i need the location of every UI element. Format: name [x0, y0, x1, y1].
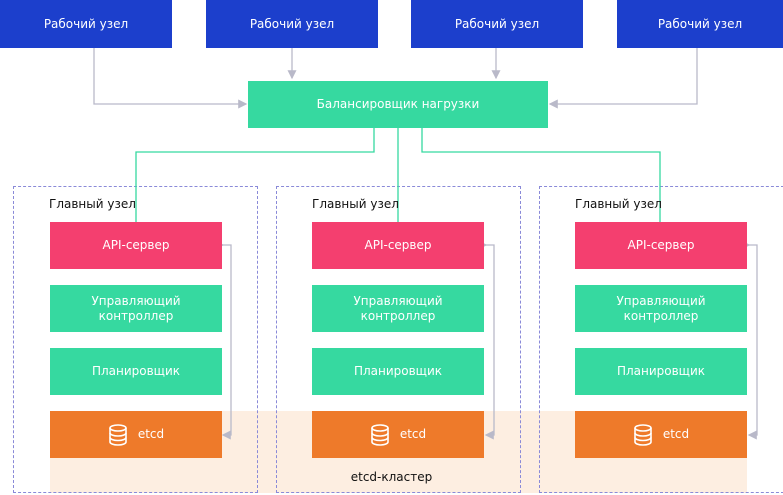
api-server-2: API-сервер — [312, 222, 484, 269]
worker-node-label: Рабочий узел — [657, 16, 743, 31]
controller-manager-label: Управляющий контроллер — [353, 293, 443, 323]
balancer-to-api-3-line — [421, 128, 661, 222]
etcd-1: etcd — [50, 411, 222, 458]
etcd-label: etcd — [399, 427, 427, 441]
controller-manager-label: Управляющий контроллер — [616, 293, 706, 323]
etcd-2: etcd — [312, 411, 484, 458]
database-icon — [634, 423, 652, 446]
api-server-1: API-сервер — [50, 222, 222, 269]
worker-node-2: Рабочий узел — [206, 0, 378, 48]
database-icon — [109, 423, 127, 446]
load-balancer-label: Балансировщик нагрузки — [316, 97, 480, 111]
worker-node-label: Рабочий узел — [454, 16, 540, 31]
balancer-to-api-1-line — [135, 128, 375, 222]
api-server-label: API-сервер — [102, 238, 170, 252]
controller-manager-3: Управляющий контроллер — [575, 285, 747, 332]
etcd-cluster-label: etcd-кластер — [350, 470, 433, 484]
load-balancer: Балансировщик нагрузки — [248, 81, 548, 128]
master-node-title-2: Главный узел — [312, 197, 399, 211]
scheduler-label: Планировщик — [353, 364, 443, 378]
worker-node-3: Рабочий узел — [411, 0, 583, 48]
master-node-container-3 — [539, 186, 783, 493]
controller-manager-2: Управляющий контроллер — [312, 285, 484, 332]
worker-1-to-balancer-line — [93, 48, 248, 109]
worker-node-4: Рабочий узел — [617, 0, 783, 48]
scheduler-2: Планировщик — [312, 348, 484, 395]
scheduler-3: Планировщик — [575, 348, 747, 395]
api-etcd-link-3 — [741, 240, 758, 440]
controller-manager-label: Управляющий контроллер — [91, 293, 181, 323]
etcd-3: etcd — [575, 411, 747, 458]
worker-node-label: Рабочий узел — [43, 16, 129, 31]
master-node-title-1: Главный узел — [49, 197, 136, 211]
database-icon — [371, 423, 389, 446]
etcd-label: etcd — [662, 427, 690, 441]
scheduler-1: Планировщик — [50, 348, 222, 395]
master-node-title-3: Главный узел — [575, 197, 662, 211]
worker-node-1: Рабочий узел — [0, 0, 172, 48]
etcd-label: etcd — [137, 427, 165, 441]
api-server-label: API-сервер — [627, 238, 695, 252]
worker-node-label: Рабочий узел — [249, 16, 335, 31]
api-etcd-link-1 — [215, 240, 232, 440]
api-server-label: API-сервер — [364, 238, 432, 252]
scheduler-label: Планировщик — [91, 364, 181, 378]
api-etcd-link-2 — [478, 240, 495, 440]
scheduler-label: Планировщик — [616, 364, 706, 378]
worker-4-to-balancer-line — [548, 48, 698, 109]
api-server-3: API-сервер — [575, 222, 747, 269]
controller-manager-1: Управляющий контроллер — [50, 285, 222, 332]
